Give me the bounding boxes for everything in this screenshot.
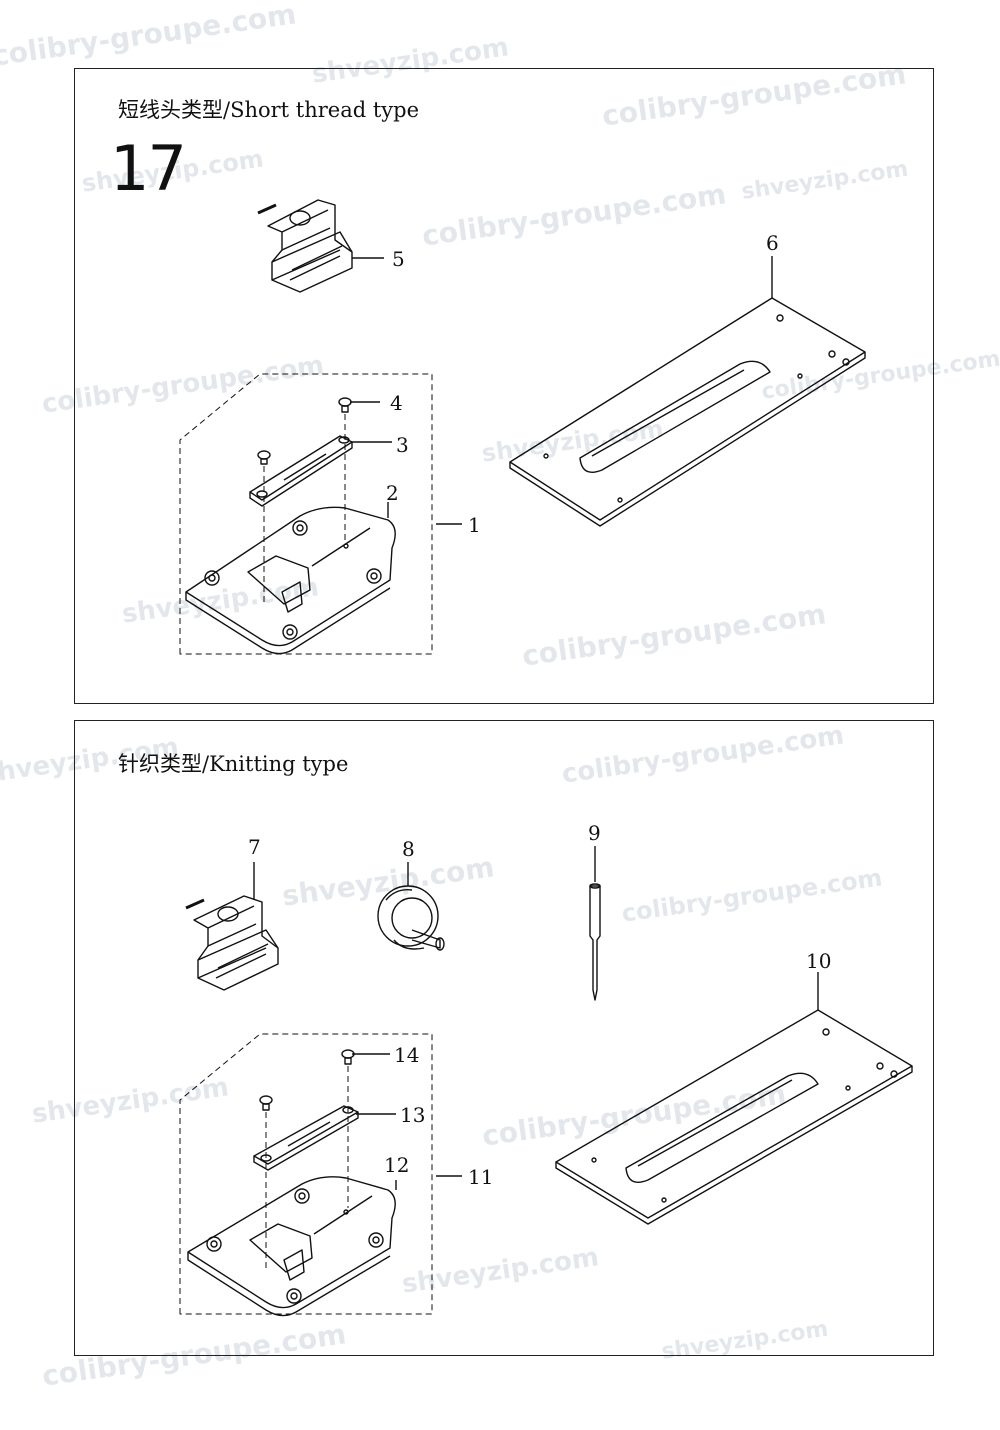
callout-5: 5 [392, 247, 405, 271]
page-number: 17 [110, 132, 187, 205]
callout-13: 13 [400, 1103, 425, 1127]
callout-9: 9 [588, 821, 601, 845]
callout-10: 10 [806, 949, 831, 973]
callout-4: 4 [390, 391, 403, 415]
screw-part-4 [257, 397, 352, 465]
throat-plate-part-2 [185, 506, 396, 655]
callout-12: 12 [384, 1153, 409, 1177]
callout-2: 2 [386, 481, 399, 505]
section-panel-short-thread [74, 68, 934, 704]
callout-3: 3 [396, 433, 409, 457]
feed-bar-part-3 [249, 435, 353, 507]
callout-11: 11 [468, 1165, 493, 1189]
callout-7: 7 [248, 835, 261, 859]
bed-plate-part-6 [509, 297, 866, 527]
feed-bar-part-13 [253, 1105, 359, 1171]
callout-6: 6 [766, 231, 779, 255]
section-panel-knitting [74, 720, 934, 1356]
callout-8: 8 [402, 837, 415, 861]
section-title-knitting: 针织类型/Knitting type [118, 752, 349, 776]
presser-foot-part-5 [257, 199, 353, 293]
presser-foot-part-7 [185, 895, 279, 991]
throat-plate-part-12 [187, 1176, 396, 1317]
section-title-short-thread: 短线头类型/Short thread type [118, 98, 420, 122]
screw-part-14 [259, 1049, 355, 1111]
bed-plate-part-10 [555, 1009, 913, 1225]
needle-part-9 [589, 883, 601, 1001]
callout-1: 1 [468, 513, 481, 537]
rotary-hook-part-8 [377, 885, 445, 951]
callout-14: 14 [394, 1043, 419, 1067]
